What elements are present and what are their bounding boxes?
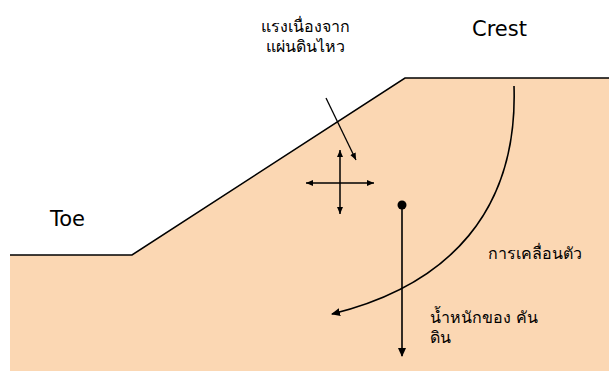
weight-label: น้ำหนักของ คันดิน	[430, 308, 540, 348]
soil-body	[10, 78, 609, 371]
earthquake-force-label: แรงเนื่องจาก แผ่นดินไหว	[246, 17, 364, 57]
earthquake-force-symbol	[306, 150, 374, 214]
crest-label: Crest	[472, 16, 527, 42]
movement-label: การเคลื่อนตัว	[488, 244, 582, 264]
ground-surface	[10, 78, 609, 255]
movement-arrow	[332, 86, 514, 314]
toe-label: Toe	[50, 206, 85, 232]
leader-line	[326, 98, 356, 160]
weight-arrow	[401, 205, 403, 356]
